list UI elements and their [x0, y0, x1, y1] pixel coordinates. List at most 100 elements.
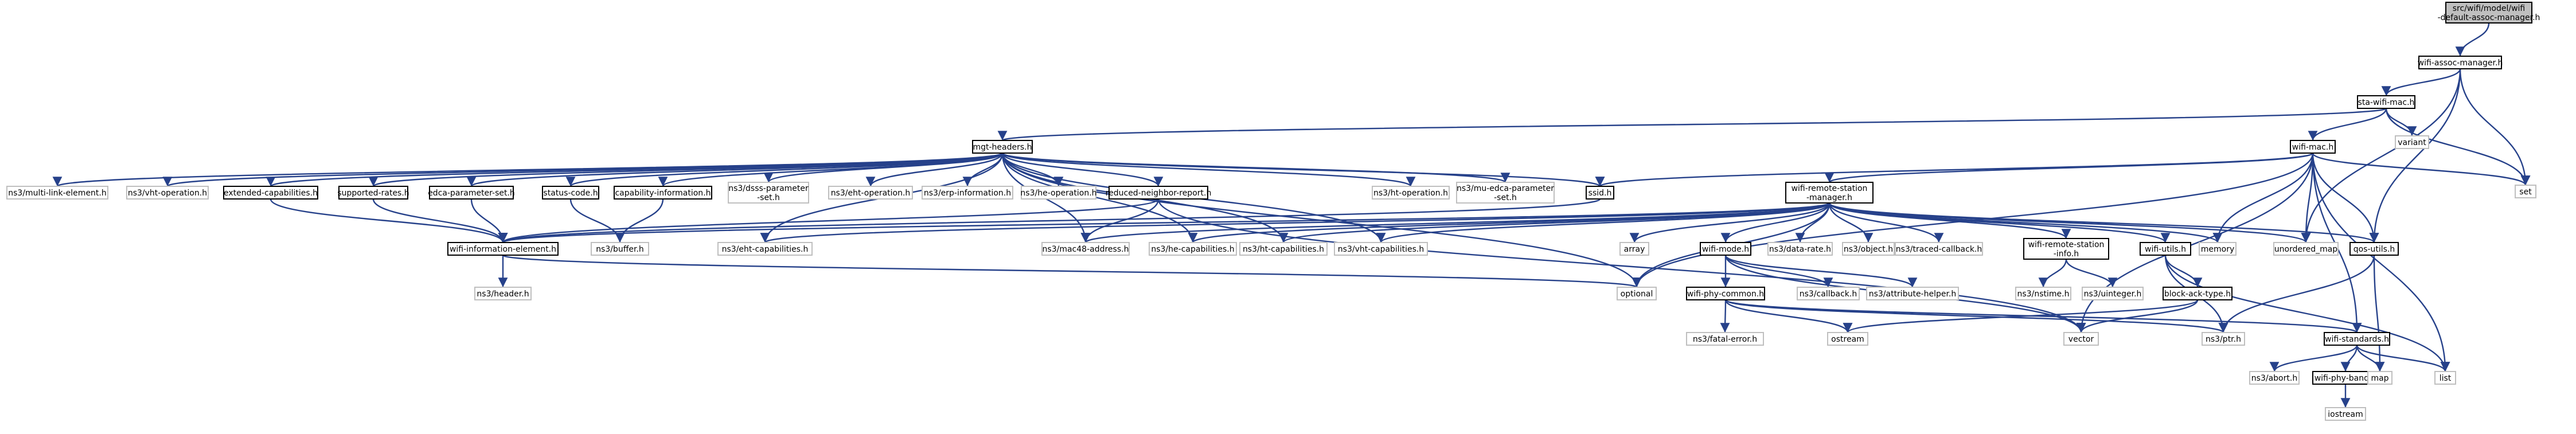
edge-wifi-mac-to-wifi-remote-station-manager [1825, 152, 2314, 183]
node-label-wifi-remote-station-manager: wifi-remote-station [1792, 184, 1868, 193]
node-box-wifi-standards [2324, 332, 2390, 346]
node-box-ns3-attribute-helper [1866, 287, 1959, 300]
node-ns3-mac48-address: ns3/mac48-address.h [1041, 242, 1130, 256]
node-capability-information[interactable]: capability-information.h [614, 186, 712, 200]
edge-wifi-remote-station-info-to-ns3-uinteger [2065, 259, 2118, 288]
node-ns3-dsss-parameter-set: ns3/dsss-parameter-set.h [728, 182, 809, 204]
node-block-ack-type[interactable]: block-ack-type.h [2163, 287, 2232, 300]
node-sta-wifi-mac[interactable]: sta-wifi-mac.h [2357, 95, 2415, 109]
node-variant: variant [2395, 135, 2429, 149]
node-edca-parameter-set[interactable]: edca-parameter-set.h [428, 186, 515, 200]
node-wifi-phy-band[interactable]: wifi-phy-band.h [2312, 371, 2379, 385]
edge-wifi-assoc-manager-to-sta-wifi-mac [2381, 68, 2461, 96]
edge-mgt-headers-to-ns3-he-capabilities [1001, 153, 1198, 243]
node-label-ns3-he-capabilities: ns3/he-capabilities.h [1151, 245, 1234, 254]
node-label-optional: optional [1621, 290, 1653, 299]
node-label-status-code: status-code.h [543, 189, 598, 198]
node-qos-utils[interactable]: qos-utils.h [2349, 242, 2399, 256]
node-label-variant: variant [2398, 138, 2426, 147]
node-status-code[interactable]: status-code.h [542, 186, 599, 200]
node-label-ns3-multi-link-element: ns3/multi-link-element.h [8, 189, 107, 198]
node-wifi-remote-station-info[interactable]: wifi-remote-station-info.h [2023, 238, 2109, 260]
edge-mgt-headers-to-ns3-ht-operation [1001, 152, 1415, 187]
node-extended-capabilities[interactable]: extended-capabilities.h [223, 186, 318, 200]
edge-wifi-standards-to-map [2356, 345, 2385, 372]
node-label-wifi-remote-station-info: -info.h [2054, 249, 2079, 259]
node-reduced-neighbor-report[interactable]: reduced-neighbor-report.h [1106, 186, 1212, 200]
edge-wifi-mode-to-ns3-attribute-helper [1724, 255, 1918, 288]
edge-wifi-assoc-manager-to-set [2459, 68, 2531, 186]
edge-mgt-headers-to-capability-information [658, 152, 1004, 187]
node-wifi-mac[interactable]: wifi-mac.h [2290, 140, 2336, 154]
node-mgt-headers[interactable]: mgt-headers.h [972, 140, 1033, 154]
edge-sta-wifi-mac-to-mgt-headers [998, 107, 2387, 142]
node-ns3-buffer: ns3/buffer.h [591, 242, 649, 256]
node-label-unordered-map: unordered_map [2274, 245, 2337, 254]
node-label-wifi-utils: wifi-utils.h [2145, 245, 2186, 254]
node-wifi-standards[interactable]: wifi-standards.h [2324, 332, 2390, 346]
node-label-supported-rates: supported-rates.h [337, 189, 409, 198]
edge-sta-wifi-mac-to-wifi-mac [2308, 108, 2387, 141]
node-box-ns3-ht-operation [1372, 186, 1450, 200]
node-box-block-ack-type [2163, 287, 2232, 300]
node-ns3-multi-link-element: ns3/multi-link-element.h [6, 186, 108, 200]
node-label-ns3-attribute-helper: ns3/attribute-helper.h [1869, 290, 1957, 299]
edge-qos-utils-to-map [2373, 255, 2385, 372]
node-label-wifi-remote-station-info: wifi-remote-station [2028, 240, 2105, 249]
node-box-ns3-ptr [2202, 332, 2245, 346]
node-label-capability-information: capability-information.h [615, 189, 711, 198]
node-box-ns3-erp-information [922, 186, 1013, 200]
node-label-ns3-ht-operation: ns3/ht-operation.h [1373, 189, 1448, 198]
node-label-wifi-standards: wifi-standards.h [2325, 335, 2389, 344]
edge-supported-rates-to-wifi-information-element [372, 198, 508, 243]
node-box-ns3-vht-capabilities [1334, 242, 1428, 256]
node-label-extended-capabilities: extended-capabilities.h [224, 189, 318, 198]
node-wifi-utils[interactable]: wifi-utils.h [2140, 242, 2191, 256]
edge-wifi-information-element-to-optional [502, 254, 1641, 288]
node-wifi-mode[interactable]: wifi-mode.h [1700, 242, 1751, 256]
node-wifi-assoc-manager[interactable]: wifi-assoc-manager.h [2418, 56, 2503, 69]
node-box-wifi-remote-station-manager [1785, 182, 1874, 204]
node-box-ns3-callback [1797, 287, 1860, 300]
node-label-wifi-information-element: wifi-information-element.h [450, 245, 556, 254]
node-box-ns3-uinteger [2082, 287, 2144, 300]
node-supported-rates[interactable]: supported-rates.h [337, 186, 409, 200]
node-ostream: ostream [1827, 332, 1868, 346]
node-box-ns3-data-rate [1767, 242, 1833, 256]
node-ns3-mu-edca-parameter-set: ns3/mu-edca-parameter-set.h [1456, 182, 1555, 204]
node-ns3-attribute-helper: ns3/attribute-helper.h [1866, 287, 1959, 300]
node-label-vector: vector [2068, 335, 2094, 344]
node-label-ns3-nstime: ns3/nstime.h [2017, 290, 2070, 299]
node-box-variant [2395, 135, 2429, 149]
edge-wifi-remote-station-manager-to-ns3-object [1828, 202, 1874, 243]
edge-wifi-utils-to-list [2164, 255, 2450, 372]
node-label-ns3-ptr: ns3/ptr.h [2206, 335, 2241, 344]
node-box-wifi-mode [1700, 242, 1751, 256]
node-ns3-abort: ns3/abort.h [2249, 371, 2300, 385]
node-label-list: list [2440, 374, 2452, 383]
node-box-reduced-neighbor-report [1109, 186, 1208, 200]
node-ns3-eht-operation: ns3/eht-operation.h [828, 186, 913, 200]
node-box-capability-information [614, 186, 712, 200]
node-label-block-ack-type: block-ack-type.h [2164, 290, 2231, 299]
node-root[interactable]: src/wifi/model/wifi-default-assoc-manage… [2438, 2, 2540, 24]
node-label-ns3-buffer: ns3/buffer.h [596, 245, 644, 254]
node-box-set [2515, 185, 2536, 198]
node-box-wifi-information-element [447, 242, 559, 256]
node-box-map [2367, 371, 2392, 385]
node-wifi-phy-common[interactable]: wifi-phy-common.h [1686, 287, 1765, 300]
node-box-list [2434, 371, 2456, 385]
node-array: array [1619, 242, 1649, 256]
node-ssid[interactable]: ssid.h [1586, 186, 1614, 200]
node-box-array [1619, 242, 1649, 256]
node-box-status-code [542, 186, 599, 200]
node-map: map [2367, 371, 2392, 385]
node-label-reduced-neighbor-report: reduced-neighbor-report.h [1106, 189, 1212, 198]
node-ns3-he-capabilities: ns3/he-capabilities.h [1149, 242, 1237, 256]
node-label-wifi-mode: wifi-mode.h [1702, 245, 1749, 254]
node-ns3-nstime: ns3/nstime.h [2015, 287, 2071, 300]
node-list: list [2434, 371, 2456, 385]
node-box-ns3-multi-link-element [6, 186, 108, 200]
node-wifi-information-element[interactable]: wifi-information-element.h [447, 242, 559, 256]
node-wifi-remote-station-manager[interactable]: wifi-remote-station-manager.h [1785, 182, 1874, 204]
